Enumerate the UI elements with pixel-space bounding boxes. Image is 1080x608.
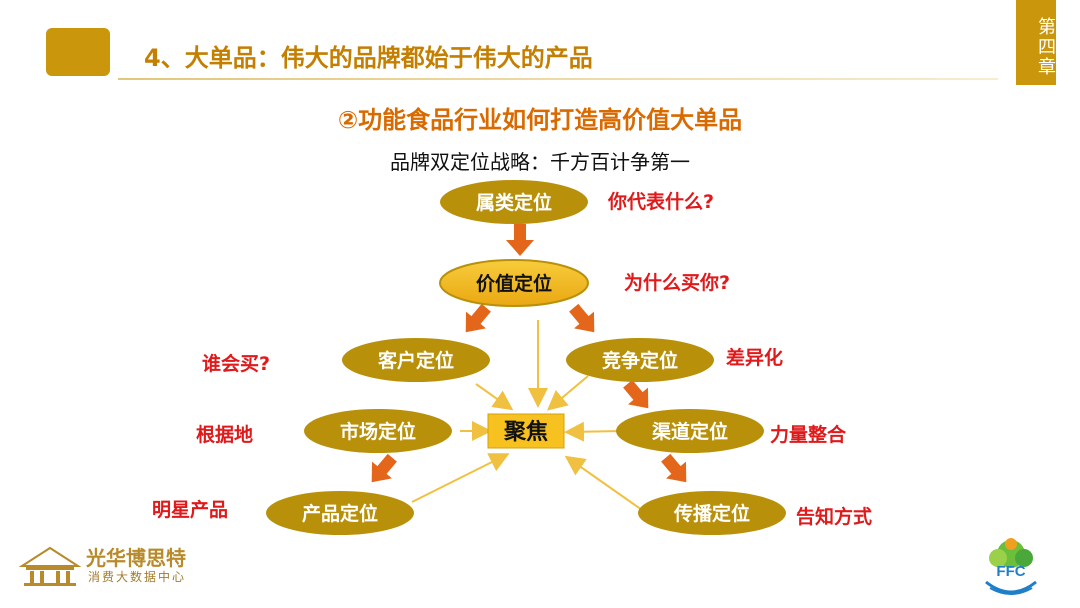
question-category: 你代表什么? bbox=[607, 190, 714, 213]
chapter-tab: 第四章 bbox=[1016, 0, 1056, 85]
node-value-label: 价值定位 bbox=[476, 272, 552, 295]
header-divider bbox=[118, 78, 998, 80]
ffc-logo-text: FFC bbox=[996, 563, 1025, 580]
node-product: 产品定位 bbox=[266, 491, 414, 535]
node-value: 价值定位 bbox=[439, 259, 589, 307]
question-market: 根据地 bbox=[196, 423, 253, 446]
node-category: 属类定位 bbox=[440, 180, 588, 224]
guanghua-logo: 光华博思特 消费大数据中心 bbox=[18, 542, 188, 590]
chapter-label: 第四章 bbox=[1035, 16, 1056, 77]
section-subtitle: ②功能食品行业如何打造高价值大单品 bbox=[337, 106, 743, 134]
node-product-label: 产品定位 bbox=[302, 502, 378, 525]
node-category-label: 属类定位 bbox=[476, 191, 552, 214]
arrow-competition-focus bbox=[546, 375, 589, 411]
node-spread-label: 传播定位 bbox=[673, 502, 750, 525]
node-customer: 客户定位 bbox=[342, 338, 490, 382]
ffc-tree-icon: FFC bbox=[985, 538, 1037, 595]
question-value: 为什么买你? bbox=[624, 271, 730, 294]
building-icon bbox=[18, 546, 82, 586]
question-customer: 谁会买? bbox=[202, 352, 270, 375]
focus-arrows bbox=[411, 320, 643, 511]
ffc-logo: FFC bbox=[976, 536, 1046, 602]
header-accent-block bbox=[46, 28, 110, 76]
focus-label: 聚焦 bbox=[503, 419, 548, 445]
node-channel-label: 渠道定位 bbox=[652, 420, 728, 443]
question-competition: 差异化 bbox=[726, 346, 783, 369]
arrow-competition-channel bbox=[623, 379, 649, 409]
node-channel: 渠道定位 bbox=[616, 409, 764, 453]
node-competition-label: 竞争定位 bbox=[602, 349, 678, 372]
flow-arrows bbox=[371, 224, 687, 483]
node-market: 市场定位 bbox=[304, 409, 452, 453]
arrow-spread-focus bbox=[564, 455, 643, 511]
arrow-category-value bbox=[506, 224, 534, 256]
strategy-caption: 品牌双定位战略：千方百计争第一 bbox=[390, 150, 690, 174]
arrow-channel-spread bbox=[661, 453, 687, 483]
question-product: 明星产品 bbox=[152, 498, 228, 521]
arrow-value-customer bbox=[465, 303, 491, 333]
focus-box: 聚焦 bbox=[487, 413, 565, 449]
arrow-product-focus bbox=[411, 453, 510, 503]
arrow-value-competition bbox=[569, 303, 595, 333]
logo-left-name: 光华博思特 bbox=[86, 546, 186, 570]
page-title: 4、大单品：伟大的品牌都始于伟大的产品 bbox=[144, 44, 593, 72]
arrow-channel-focus bbox=[564, 421, 623, 442]
node-customer-label: 客户定位 bbox=[378, 349, 454, 372]
question-spread: 告知方式 bbox=[796, 505, 872, 528]
node-spread: 传播定位 bbox=[638, 491, 786, 535]
logo-left-sub: 消费大数据中心 bbox=[88, 570, 187, 584]
arrow-customer-focus bbox=[475, 383, 514, 411]
arrow-market-product bbox=[371, 453, 397, 483]
node-competition: 竞争定位 bbox=[566, 338, 714, 382]
node-market-label: 市场定位 bbox=[340, 420, 416, 443]
question-channel: 力量整合 bbox=[770, 423, 847, 446]
